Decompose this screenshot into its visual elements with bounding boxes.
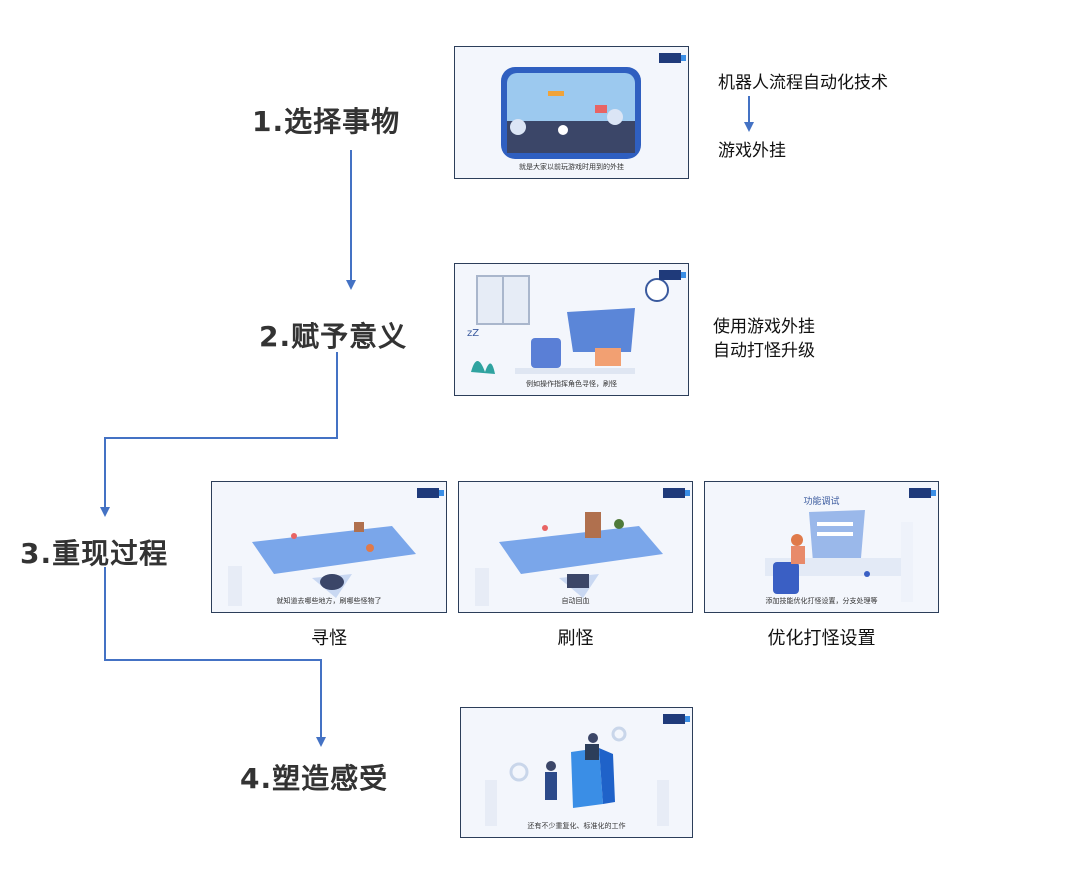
note-use-game-cheat: 使用游戏外挂	[713, 317, 815, 337]
step-4-label: 4.塑造感受	[240, 762, 389, 795]
frame-game-scene: 就是大家以前玩游戏时用到的外挂	[454, 46, 689, 179]
frame-optimize-settings: 功能调试 添加技能优化打怪设置，分支处理等	[704, 481, 939, 613]
brand-logo	[663, 714, 690, 724]
caption-fight-monsters: 刷怪	[557, 628, 594, 649]
find-monsters-illustration	[228, 522, 416, 606]
frame-repetitive-work: 还有不少重复化、标准化的工作	[460, 707, 693, 838]
step-1-label: 1.选择事物	[252, 105, 401, 138]
note-rpa-technology: 机器人流程自动化技术	[718, 73, 888, 93]
brand-logo	[659, 53, 686, 63]
brand-logo	[909, 488, 936, 498]
optimize-settings-illustration	[765, 510, 913, 602]
caption-find-monsters: 寻怪	[311, 628, 347, 649]
step-3-label: 3.重现过程	[20, 537, 169, 570]
connector-step3-to-step4	[104, 567, 326, 747]
step-2-label: 2.赋予意义	[259, 320, 408, 353]
frame-subtitle: 就是大家以前玩游戏时用到的外挂	[519, 163, 624, 171]
frame-subtitle: 例如操作指挥角色寻怪，刷怪	[526, 380, 617, 388]
svg-text:zZ: zZ	[467, 328, 479, 339]
frame-subtitle: 自动回血	[561, 597, 590, 605]
repetitive-work-illustration	[485, 726, 669, 826]
desk-scene-illustration: zZ	[467, 275, 669, 374]
frame-subtitle: 添加技能优化打怪设置，分支处理等	[765, 597, 878, 605]
note-game-cheat: 游戏外挂	[718, 141, 786, 161]
frame-title: 功能调试	[803, 497, 840, 507]
frame-desk-scene: zZ 例如操作指挥角色寻怪，刷怪	[454, 263, 689, 396]
frame-subtitle: 还有不少重复化、标准化的工作	[527, 822, 626, 830]
frame-fight-monsters: 自动回血	[458, 481, 693, 613]
brand-logo	[663, 488, 690, 498]
frame-find-monsters: 就知道去哪些地方，刷哪些怪物了	[211, 481, 447, 613]
brand-logo	[417, 488, 444, 498]
game-scene-illustration	[501, 67, 641, 159]
frame-subtitle: 就知道去哪些地方，刷哪些怪物了	[276, 597, 382, 605]
note-auto-level-up: 自动打怪升级	[713, 341, 815, 361]
connector-step2-to-step3	[100, 352, 338, 517]
brand-logo	[659, 270, 686, 280]
fight-monsters-illustration	[475, 512, 663, 606]
caption-optimize-settings: 优化打怪设置	[767, 628, 876, 649]
